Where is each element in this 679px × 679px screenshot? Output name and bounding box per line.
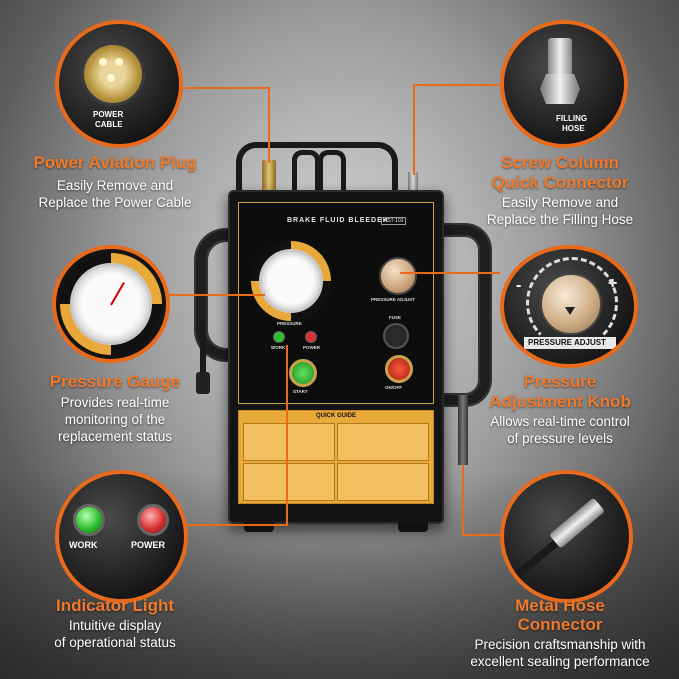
hose-loop-left — [292, 150, 320, 197]
power-plug-desc-1: Easily Remove and — [56, 178, 174, 193]
pressure-knob-desc-2: of pressure levels — [507, 431, 613, 446]
inset-power-label: POWER — [131, 540, 166, 550]
screw-connector-base — [540, 74, 580, 104]
screw-connector-inset: FILLING HOSE — [500, 20, 628, 148]
device-model: AST-103 — [381, 217, 407, 225]
plug-pin — [99, 58, 107, 66]
metal-connector-icon — [548, 497, 606, 549]
panel-fuse-label: FUSE — [389, 315, 402, 320]
inset-power-label: POWER — [93, 110, 124, 119]
power-plug-fitting — [262, 160, 276, 194]
control-panel: BRAKE FLUID BLEEDER AST-103 PRESSURE PRE… — [238, 202, 434, 404]
knob-scale-arc — [526, 257, 618, 349]
guide-step-2 — [337, 423, 429, 461]
screw-connector-title-2: Quick Connector — [491, 173, 629, 192]
pressure-knob-icon — [540, 273, 602, 335]
pressure-gauge-desc-1: Provides real-time — [60, 395, 170, 410]
metal-hose-title-1: Metal Hose — [515, 596, 605, 615]
metal-hose — [458, 395, 468, 465]
panel-onoff-switch[interactable] — [385, 355, 413, 383]
panel-pressure-gauge — [259, 249, 323, 313]
power-plug-inset: POWER CABLE — [55, 20, 183, 148]
line-screw-h — [413, 84, 499, 86]
knob-label-plate — [524, 337, 616, 349]
inset-work-label: WORK — [69, 540, 98, 550]
quick-guide-title: QUICK GUIDE — [315, 413, 356, 419]
metal-hose-desc-2: excellent sealing performance — [470, 654, 650, 669]
line-gauge-h — [155, 294, 265, 296]
device-title: BRAKE FLUID BLEEDER — [287, 217, 389, 224]
device-foot-left — [244, 522, 274, 532]
metal-hose-title-2: Connector — [517, 615, 603, 634]
handle-bar — [236, 142, 398, 196]
line-indicator-h — [160, 524, 288, 526]
panel-power-label: POWER — [303, 345, 321, 350]
power-plug-head — [196, 372, 210, 394]
panel-work-label: WORK — [271, 345, 286, 350]
power-plug-title: Power Aviation Plug — [33, 153, 197, 172]
device-foot-right — [398, 522, 428, 532]
inset-gauge-face — [70, 263, 152, 345]
inset-hose-label: HOSE — [562, 124, 585, 133]
line-indicator-v — [286, 345, 288, 525]
indicator-light-desc-2: of operational status — [54, 635, 176, 650]
pressure-knob-inset: - + PRESSURE ADJUST — [500, 245, 638, 368]
inset-filling-label: FILLING — [556, 114, 588, 123]
panel-power-lamp — [305, 331, 317, 343]
inset-pressure-adjust-label: PRESSURE ADJUST — [528, 338, 606, 347]
panel-start-label: START — [293, 389, 308, 394]
panel-pressure-knob[interactable] — [379, 257, 417, 295]
panel-pressure-adjust-label: PRESSURE ADJUST — [371, 297, 415, 302]
inset-cable-label: CABLE — [95, 120, 123, 129]
work-lamp-icon — [73, 504, 105, 536]
screw-connector-desc-2: Replace the Filling Hose — [486, 212, 634, 227]
guide-step-1 — [243, 423, 335, 461]
knob-minus-sign: - — [516, 277, 522, 294]
screw-connector-desc-1: Easily Remove and — [501, 195, 619, 210]
brake-fluid-bleeder-device: BRAKE FLUID BLEEDER AST-103 PRESSURE PRE… — [228, 190, 444, 532]
indicator-light-title: Indicator Light — [55, 596, 175, 615]
panel-onoff-label: ON/OFF — [385, 385, 402, 390]
panel-pressure-label: PRESSURE — [277, 321, 302, 326]
pressure-gauge-desc-2: monitoring of the — [64, 412, 166, 427]
line-power-plug-v — [268, 88, 270, 163]
pressure-knob-title-2: Adjustment Knob — [489, 392, 631, 411]
power-plug-desc-2: Replace the Power Cable — [38, 195, 192, 210]
line-knob-h — [400, 272, 500, 274]
power-lamp-icon — [137, 504, 169, 536]
line-hose-h — [462, 534, 502, 536]
panel-start-button[interactable] — [289, 359, 317, 387]
plug-pin — [107, 74, 115, 82]
screw-connector-title-1: Screw Column — [500, 153, 620, 172]
panel-fuse[interactable] — [383, 323, 409, 349]
indicator-light-desc-1: Intuitive display — [68, 618, 162, 633]
pressure-gauge-title: Pressure Gauge — [49, 372, 181, 391]
guide-step-4 — [337, 463, 429, 501]
metal-hose-desc-1: Precision craftsmanship with — [474, 637, 646, 652]
metal-hose-inset — [500, 470, 633, 603]
line-screw-v — [413, 85, 415, 175]
screw-connector-icon — [548, 38, 572, 78]
plug-pin — [115, 58, 123, 66]
line-hose-v — [462, 465, 464, 535]
pressure-knob-title-1: Pressure — [523, 372, 597, 391]
panel-work-lamp — [273, 331, 285, 343]
power-cable — [200, 320, 206, 380]
quick-guide-panel: QUICK GUIDE — [238, 410, 434, 504]
indicator-light-inset: WORK POWER — [55, 470, 188, 603]
hose-cable-icon — [513, 536, 563, 580]
pressure-gauge-inset — [52, 245, 170, 363]
guide-step-3 — [243, 463, 335, 501]
hose-loop-right — [318, 150, 346, 197]
knob-pointer-icon — [565, 307, 575, 315]
pressure-gauge-desc-3: replacement status — [57, 429, 173, 444]
quick-connector-fitting — [408, 172, 418, 192]
pressure-knob-desc-1: Allows real-time control — [490, 414, 630, 429]
line-power-plug-h — [180, 87, 270, 89]
